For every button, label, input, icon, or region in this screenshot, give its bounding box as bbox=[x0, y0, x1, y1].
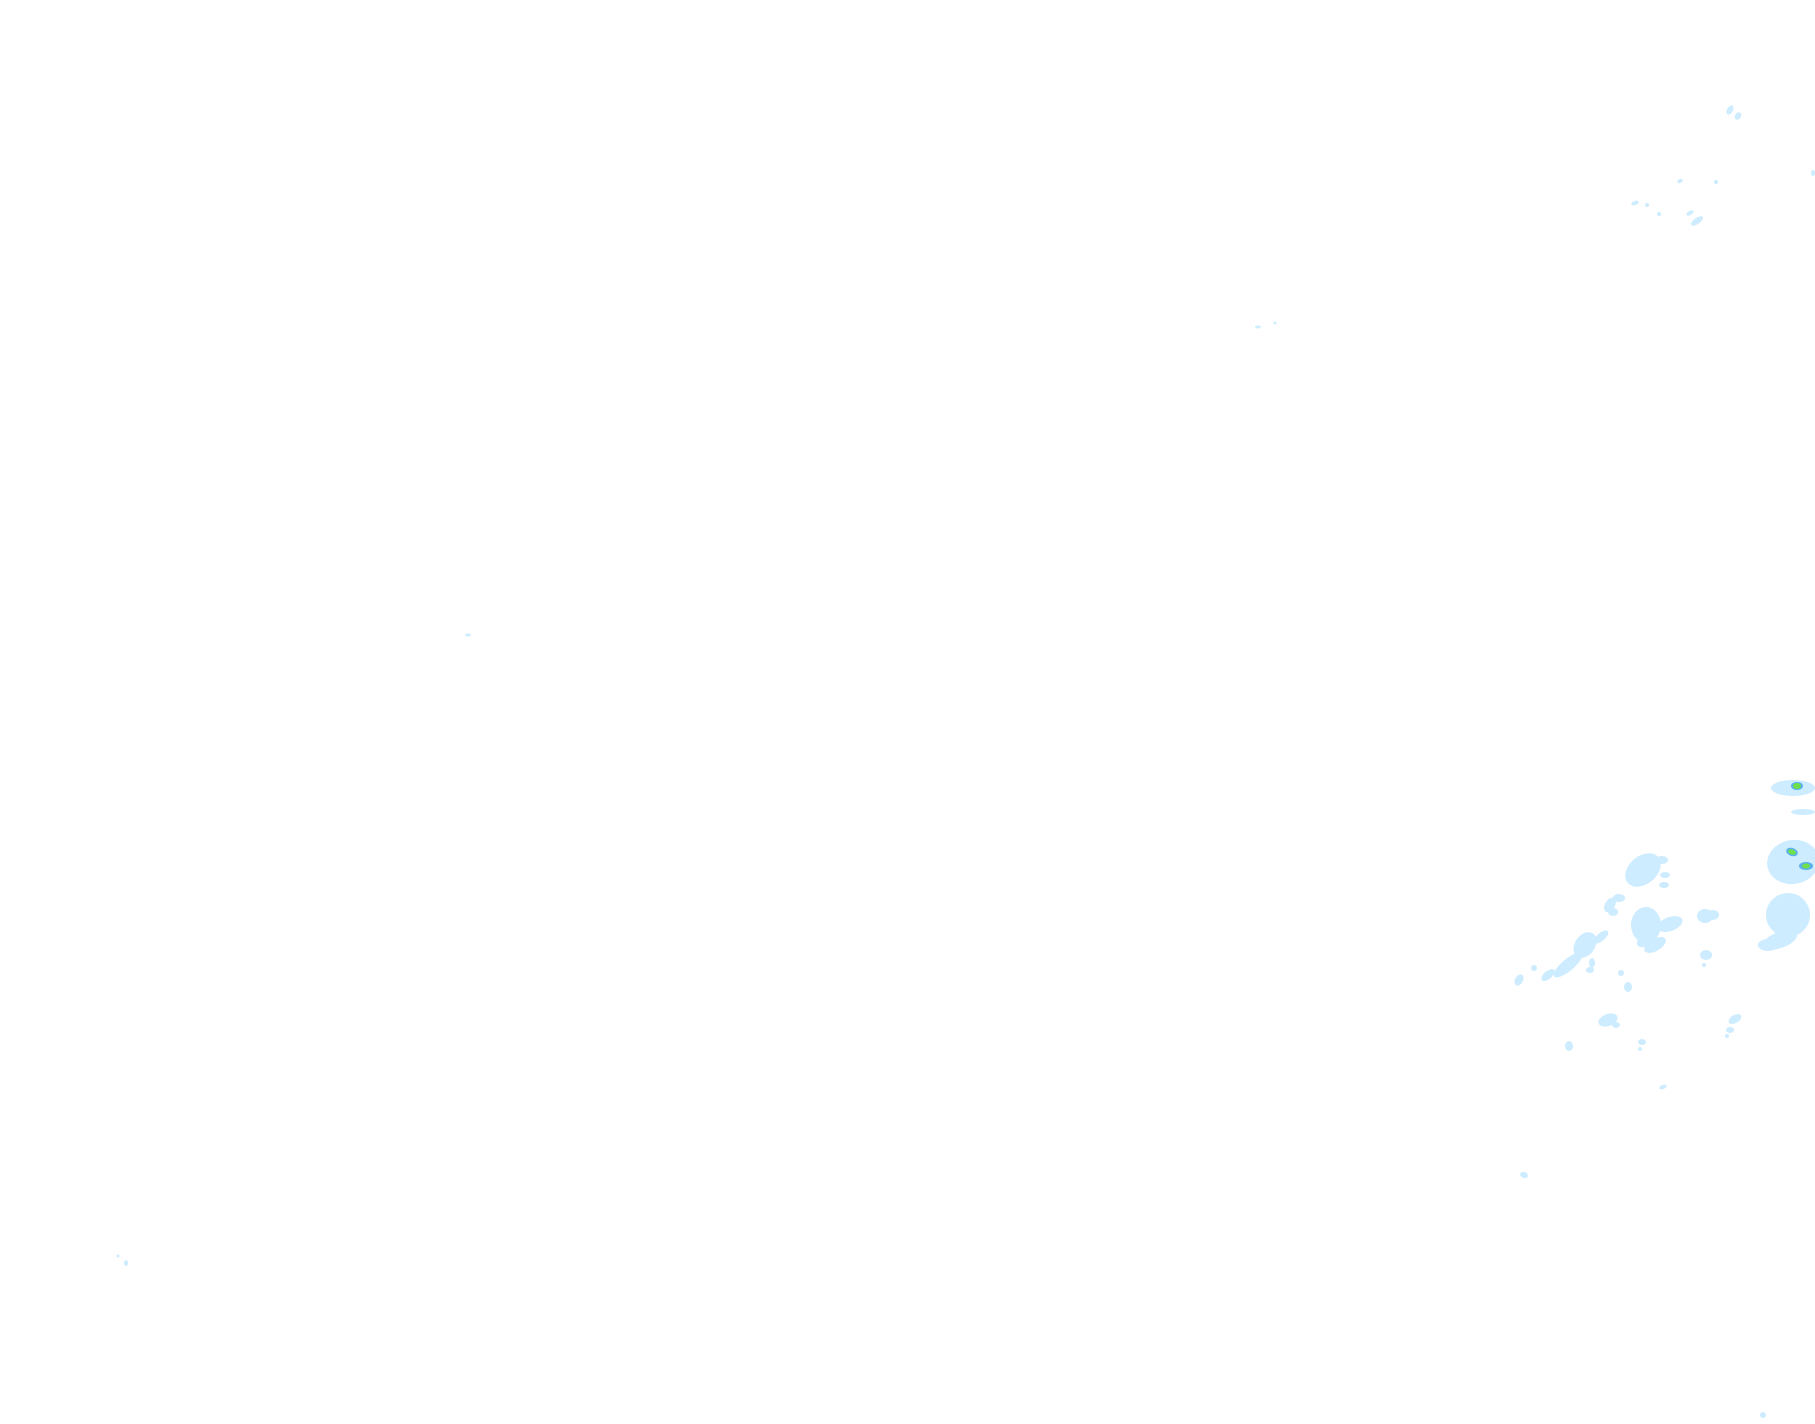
light-precipitation-cell bbox=[1766, 893, 1810, 937]
light-precipitation-cell bbox=[1659, 1084, 1667, 1090]
light-precipitation-cell bbox=[1593, 930, 1609, 944]
light-precipitation-cell bbox=[1734, 112, 1742, 120]
light-precipitation-cell bbox=[1691, 216, 1703, 226]
light-precipitation-cell bbox=[1700, 950, 1712, 960]
light-precipitation-cell bbox=[1255, 325, 1261, 329]
light-precipitation-cell bbox=[465, 633, 471, 637]
light-precipitation-cell bbox=[1645, 203, 1649, 207]
light-precipitation-cell bbox=[1811, 170, 1815, 176]
light-precipitation-cell bbox=[1657, 916, 1683, 932]
light-precipitation-cell bbox=[1726, 1027, 1734, 1033]
light-precipitation-cell bbox=[1791, 809, 1815, 815]
light-precipitation-cell bbox=[1767, 839, 1815, 885]
light-precipitation-cell bbox=[1553, 952, 1583, 978]
light-precipitation-cell bbox=[1686, 210, 1694, 216]
light-precipitation-cell bbox=[1541, 969, 1555, 981]
light-precipitation-cell bbox=[1725, 1034, 1729, 1038]
light-precipitation-cell bbox=[1638, 1047, 1642, 1051]
heavy-precipitation-cell bbox=[1788, 849, 1796, 855]
light-precipitation-cell bbox=[1273, 321, 1277, 325]
light-precipitation-cell bbox=[1758, 939, 1778, 951]
light-precipitation-cell bbox=[1618, 970, 1624, 976]
light-precipitation-cell bbox=[1714, 180, 1718, 184]
light-precipitation-cell bbox=[1573, 932, 1597, 958]
light-precipitation-cell bbox=[1612, 1022, 1620, 1028]
light-precipitation-cell bbox=[1638, 1039, 1646, 1045]
heavy-precipitation-cell bbox=[1793, 783, 1801, 789]
light-precipitation-cell bbox=[1514, 974, 1524, 986]
light-precipitation-cell bbox=[1656, 856, 1668, 864]
light-precipitation-cell bbox=[116, 1254, 120, 1258]
light-precipitation-cell bbox=[1760, 1412, 1766, 1418]
light-precipitation-cell bbox=[1659, 882, 1669, 888]
light-precipitation-cell bbox=[1726, 105, 1734, 115]
light-precipitation-cell bbox=[1677, 178, 1683, 184]
light-precipitation-cell bbox=[1728, 1014, 1742, 1024]
light-precipitation-cell bbox=[1644, 937, 1666, 953]
light-precipitation-cell bbox=[1624, 982, 1632, 992]
light-precipitation-cell bbox=[1586, 967, 1594, 973]
light-precipitation-cell bbox=[1657, 212, 1661, 216]
light-precipitation-cell bbox=[1660, 872, 1670, 878]
light-precipitation-cell bbox=[1702, 963, 1706, 967]
light-precipitation-cell bbox=[1520, 1171, 1528, 1179]
light-precipitation-cell bbox=[124, 1260, 128, 1266]
light-precipitation-cell bbox=[1589, 958, 1595, 968]
light-precipitation-cell bbox=[1613, 894, 1625, 902]
light-precipitation-cell bbox=[1707, 910, 1719, 920]
light-precipitation-cell bbox=[1625, 853, 1661, 887]
light-precipitation-cell bbox=[1631, 200, 1639, 206]
light-precipitation-cell bbox=[1608, 908, 1618, 916]
heavy-precipitation-cell bbox=[1802, 863, 1810, 869]
light-precipitation-cell bbox=[1531, 965, 1537, 971]
light-precipitation-cell bbox=[1636, 932, 1656, 948]
light-precipitation-cell bbox=[1565, 1041, 1573, 1051]
